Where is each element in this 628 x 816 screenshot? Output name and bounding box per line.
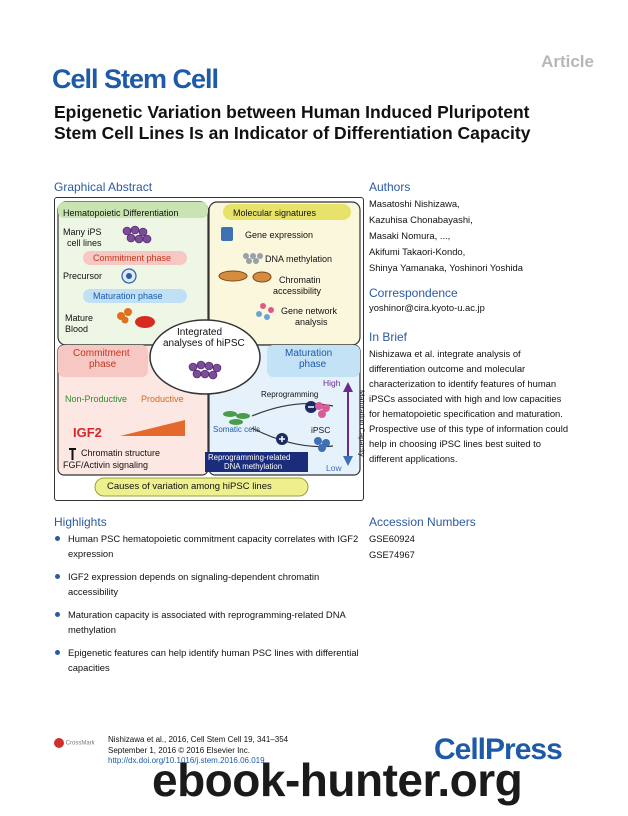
journal-logo: Cell Stem Cell (52, 64, 219, 94)
igf2-label: IGF2 (73, 425, 102, 440)
highlight-item: Epigenetic features can help identify hu… (54, 645, 364, 675)
author-line: Akifumi Takaori-Kondo, (369, 246, 466, 257)
integrated-label: Integrated (177, 327, 223, 338)
maturation-capacity-label: Maturation Capacity (357, 390, 367, 457)
highlight-item: Human PSC hematopoietic commitment capac… (54, 531, 364, 561)
accession-list: GSE60924 GSE74967 (369, 531, 415, 563)
highlights-list: Human PSC hematopoietic commitment capac… (54, 531, 364, 683)
article-title: Epigenetic Variation between Human Induc… (54, 102, 531, 143)
red-blood-cell (135, 316, 155, 328)
rr-methylation-line2: DNA methylation (224, 462, 283, 471)
in-brief-text: Nishizawa et al. integrate analysis of d… (369, 348, 569, 464)
reprogramming-methylation-box (205, 452, 308, 472)
citation: Nishizawa et al., 2016, Cell Stem Cell 1… (108, 735, 289, 744)
precursor-label: Precursor (63, 271, 103, 281)
gene-expression-label: Gene expression (245, 230, 314, 240)
author-line: Masatoshi Nishizawa, (369, 198, 460, 209)
accession-item[interactable]: GSE60924 (369, 533, 415, 544)
highlights-heading: Highlights (54, 515, 107, 529)
chromatin-label: Chromatin (279, 275, 321, 285)
hema-title: Hematopoietic Differentiation (63, 208, 179, 218)
rr-methylation-line1: Reprogramming-related (208, 453, 291, 462)
crossmark-label: CrossMark (65, 740, 95, 747)
analyses-label: analyses of hiPSC (163, 338, 245, 349)
reprogramming-label: Reprogramming (261, 390, 319, 399)
analysis-label: analysis (295, 317, 328, 327)
abstract-drawing (57, 201, 361, 497)
maturation-pill (83, 289, 187, 303)
causes-label: Causes of variation among hiPSC lines (107, 481, 272, 492)
gene-network-label: Gene network (281, 306, 338, 316)
accessibility-label: accessibility (273, 286, 322, 296)
article-label: Article (541, 52, 594, 71)
many-ips-label: Many iPS (63, 227, 102, 237)
maturation-pill-label: Maturation phase (93, 291, 163, 301)
commitment-box-label: Commitment (73, 348, 130, 359)
highlight-item: IGF2 expression depends on signaling-dep… (54, 569, 364, 599)
watermark: ebook-hunter.org (152, 754, 523, 806)
author-line: Shinya Yamanaka, Yoshinori Yoshida (369, 262, 523, 273)
authors-list: Masatoshi Nishizawa, Kazuhisa Chonabayas… (369, 196, 523, 276)
in-brief-heading: In Brief (369, 330, 408, 344)
maturation-phase-label: phase (299, 359, 327, 370)
commitment-pill-label: Commitment phase (93, 253, 172, 263)
molecular-title: Molecular signatures (233, 208, 317, 218)
author-line: Masaki Nomura, ..., (369, 230, 451, 241)
correspondence-email[interactable]: yoshinor@cira.kyoto-u.ac.jp (369, 302, 485, 313)
ipsc-label: iPSC (311, 425, 331, 435)
blood-label: Blood (65, 324, 89, 334)
cell-lines-label: cell lines (67, 238, 102, 248)
graphical-abstract-heading: Graphical Abstract (54, 180, 153, 194)
non-productive-label: Non-Productive (65, 394, 128, 404)
chromatin-structure-label: Chromatin structure (81, 448, 161, 458)
accession-item[interactable]: GSE74967 (369, 549, 415, 560)
citation-footer: Nishizawa et al., 2016, Cell Stem Cell 1… (108, 735, 288, 767)
accession-heading: Accession Numbers (369, 515, 476, 529)
crossmark-icon (54, 738, 64, 748)
fgf-label: FGF/Activin signaling (63, 460, 149, 470)
highlight-item: Maturation capacity is associated with r… (54, 607, 364, 637)
maturation-box-label: Maturation (285, 348, 333, 359)
commitment-pill (83, 251, 187, 265)
integrated-ellipse (149, 319, 261, 395)
causes-banner (94, 477, 309, 497)
author-line: Kazuhisa Chonabayashi, (369, 214, 473, 225)
graphical-abstract: Hematopoietic Differentiation Many iPS c… (54, 197, 367, 501)
mature-label: Mature (65, 313, 94, 323)
crossmark-logo[interactable]: CrossMark (54, 738, 98, 754)
igf2-wedge (120, 420, 185, 436)
correspondence-heading: Correspondence (369, 286, 458, 300)
productive-label: Productive (141, 394, 184, 404)
cellpress-logo: CellPress (434, 733, 563, 766)
somatic-cells-label: Somatic cells (213, 425, 261, 434)
doi-link[interactable]: http://dx.doi.org/10.1016/j.stem.2016.06… (108, 756, 265, 765)
publication-date: September 1, 2016 © 2016 Elsevier Inc. (108, 745, 250, 755)
commitment-phase-label: phase (89, 359, 117, 370)
dna-methylation-label: DNA methylation (265, 254, 333, 264)
high-label: High (323, 378, 341, 388)
low-label: Low (326, 463, 342, 473)
authors-heading: Authors (369, 180, 411, 194)
